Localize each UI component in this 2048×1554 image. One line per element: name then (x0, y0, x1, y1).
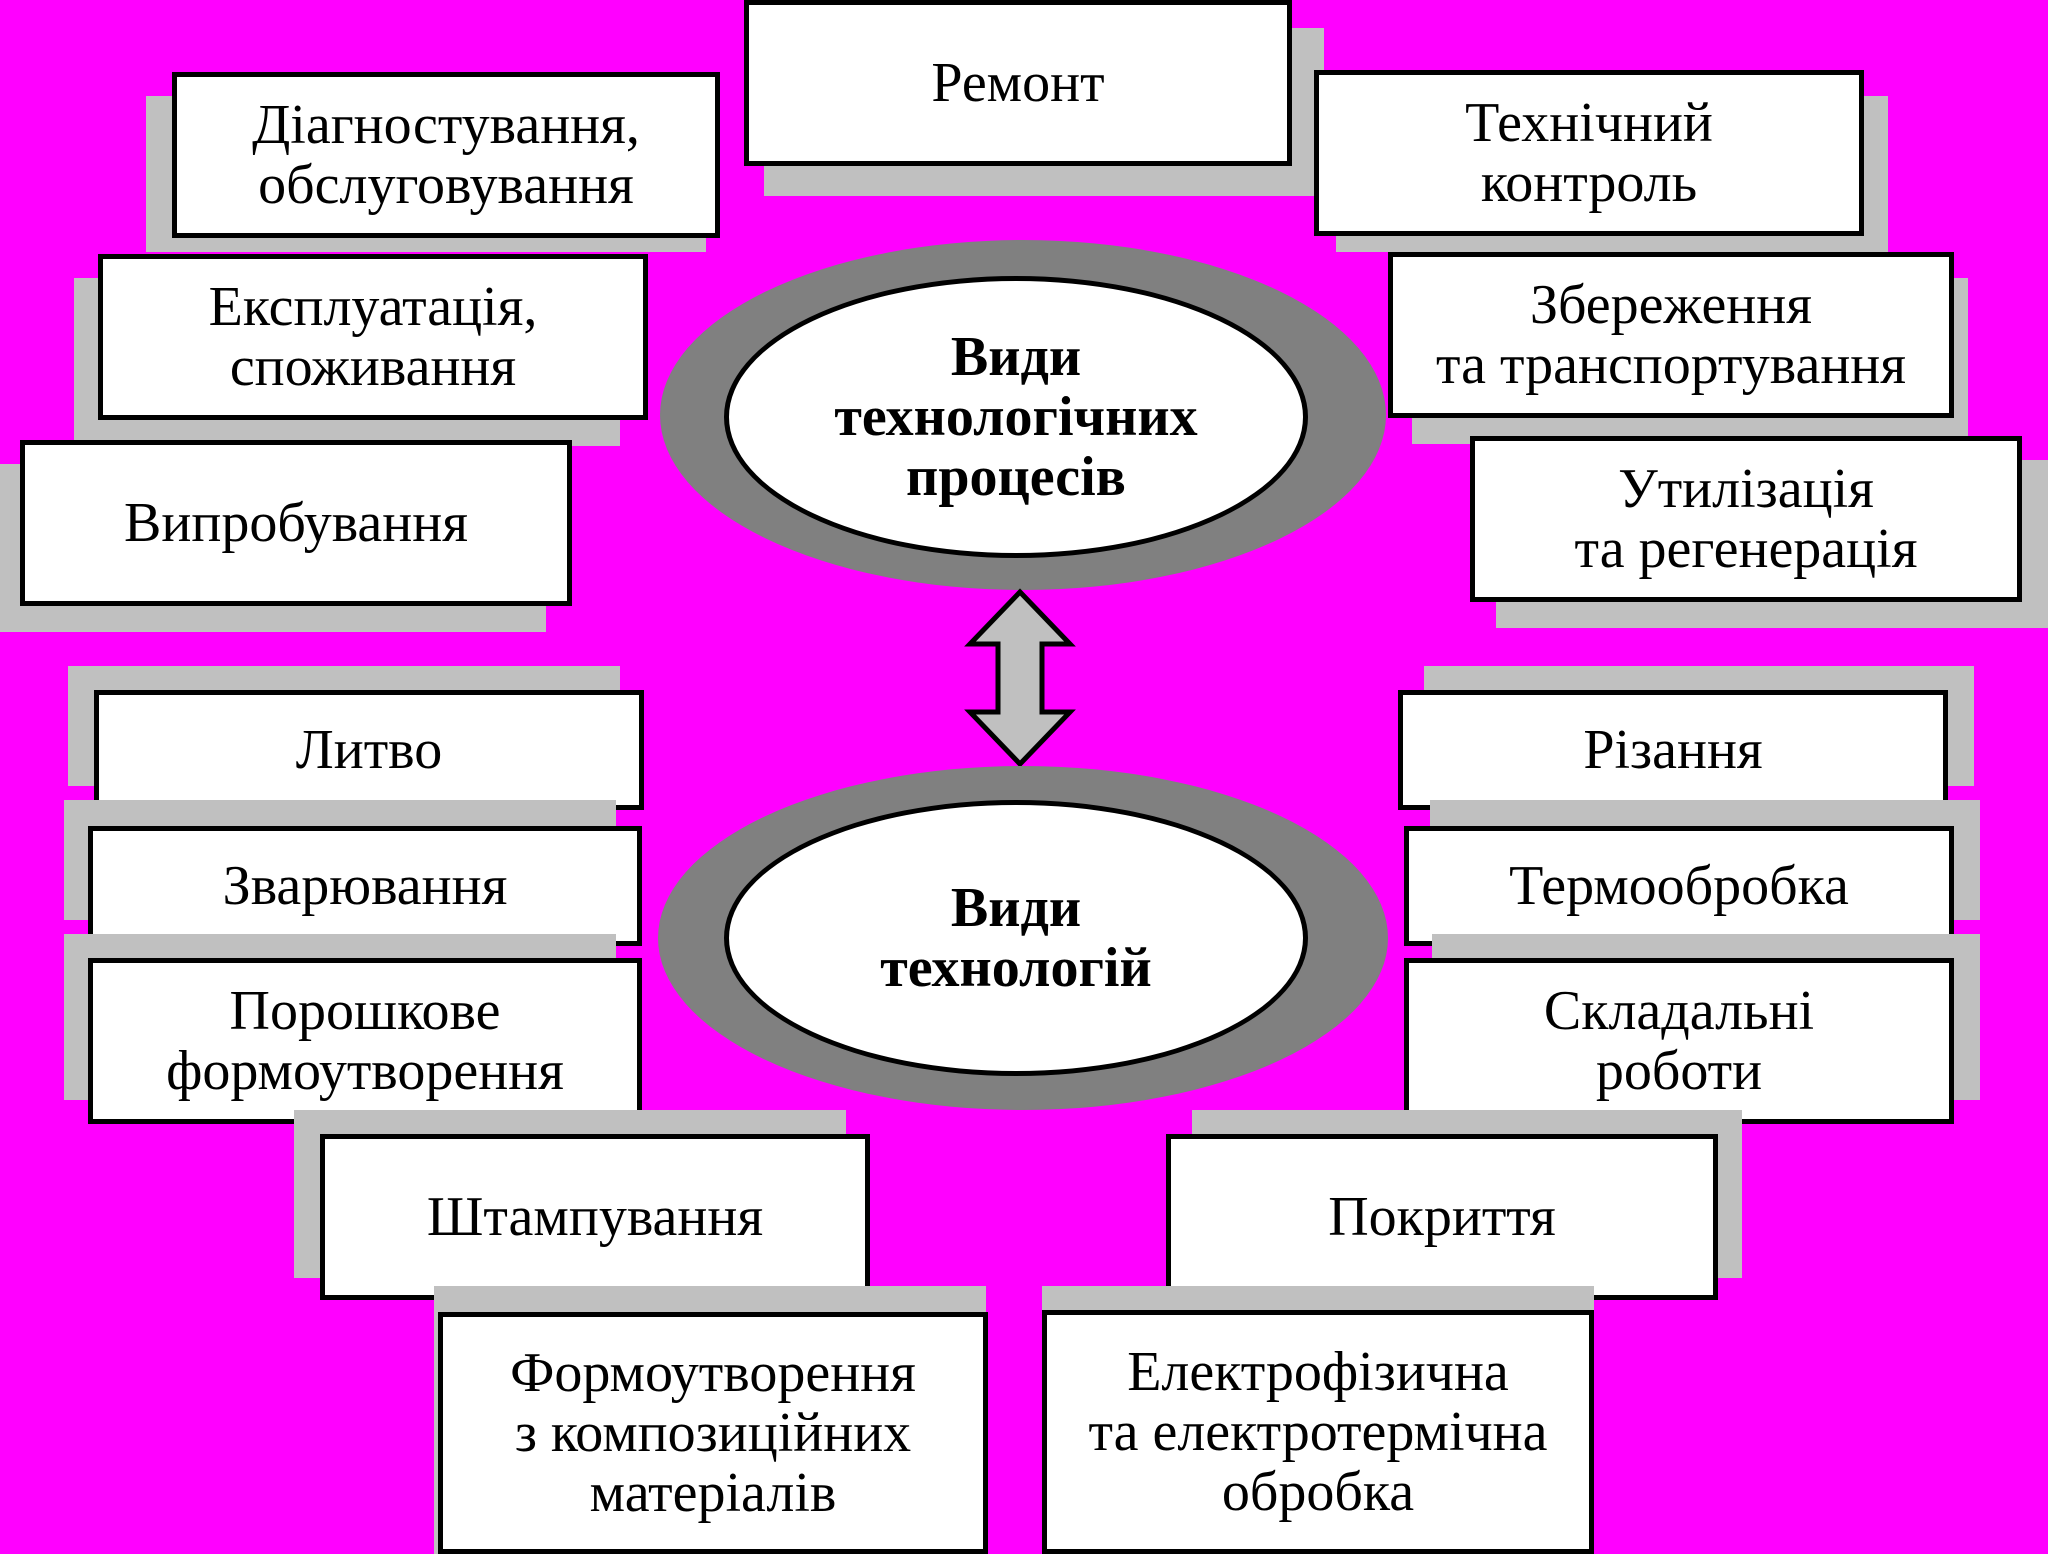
tech-box-composite-forming: Формоутворення з композиційних матеріалі… (438, 1312, 988, 1554)
tech-box-label: Порошкове формоутворення (166, 980, 564, 1102)
tech-box-label: Складальні роботи (1543, 980, 1815, 1102)
tech-box-label: Покриття (1328, 1186, 1556, 1248)
process-box-label: Утилізація та регенерація (1574, 458, 1918, 580)
tech-box-label: Електрофізична та електротермічна обробк… (1088, 1341, 1548, 1523)
tech-box-label: Литво (295, 719, 443, 781)
process-box-storage: Збереження та транспортування (1388, 252, 1954, 418)
tech-box-label: Зварювання (222, 855, 508, 917)
tech-box-coating: Покриття (1166, 1134, 1718, 1300)
tech-box-stamping: Штампування (320, 1134, 870, 1300)
tech-box-heat-treatment: Термообробка (1404, 826, 1954, 946)
tech-box-cutting: Різання (1398, 690, 1948, 810)
process-box-tech-control: Технічний контроль (1314, 70, 1864, 236)
tech-box-label: Штампування (426, 1186, 764, 1248)
tech-box-electrophysical: Електрофізична та електротермічна обробк… (1042, 1310, 1594, 1554)
technology-types-title: Види технологій (880, 877, 1152, 999)
tech-box-label: Різання (1583, 719, 1763, 781)
process-box-label: Збереження та транспортування (1435, 274, 1907, 396)
process-box-label: Технічний контроль (1465, 92, 1713, 214)
process-box-recycling: Утилізація та регенерація (1470, 436, 2022, 602)
tech-box-label: Формоутворення з композиційних матеріалі… (510, 1342, 916, 1524)
process-box-repair: Ремонт (744, 0, 1292, 166)
process-box-label: Ремонт (931, 52, 1105, 114)
process-types-title: Види технологічних процесів (834, 326, 1198, 508)
tech-box-powder-forming: Порошкове формоутворення (88, 958, 642, 1124)
technology-types-ellipse: Види технологій (724, 800, 1308, 1076)
process-box-testing: Випробування (20, 440, 572, 606)
tech-box-welding: Зварювання (88, 826, 642, 946)
process-box-label: Експлуатація, споживання (208, 276, 538, 398)
double-arrow-vertical-icon (964, 588, 1076, 768)
tech-box-label: Термообробка (1509, 855, 1849, 917)
tech-box-casting: Литво (94, 690, 644, 810)
process-box-operation: Експлуатація, споживання (98, 254, 648, 420)
tech-box-assembly: Складальні роботи (1404, 958, 1954, 1124)
process-box-diagnostics: Діагностування, обслуговування (172, 72, 720, 238)
process-box-label: Випробування (124, 492, 468, 554)
process-box-label: Діагностування, обслуговування (252, 94, 640, 216)
process-types-ellipse: Види технологічних процесів (724, 276, 1308, 558)
